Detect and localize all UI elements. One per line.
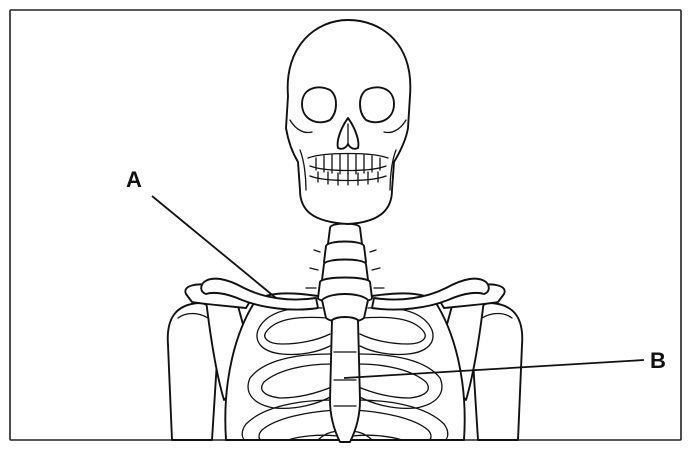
label-a: A bbox=[126, 167, 142, 192]
cervical-spine bbox=[306, 224, 384, 303]
right-eye-socket bbox=[360, 87, 394, 122]
left-eye-socket bbox=[302, 87, 336, 122]
skull bbox=[286, 20, 410, 224]
label-b: B bbox=[650, 348, 666, 373]
